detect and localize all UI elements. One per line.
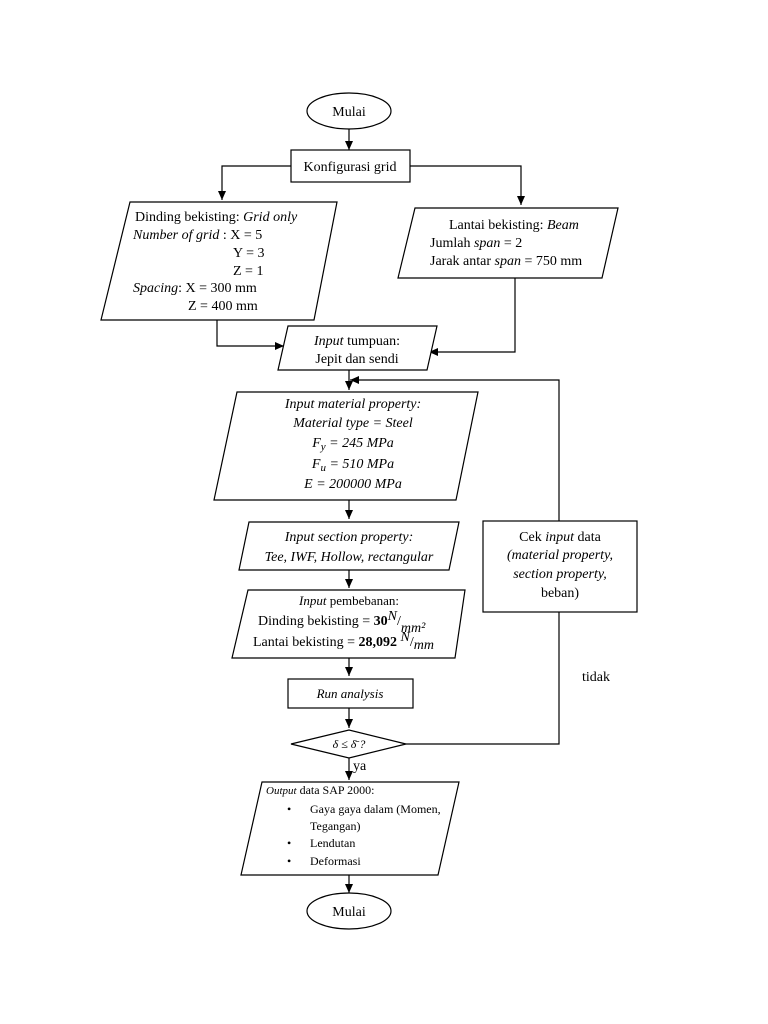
check-material: (material property, <box>507 548 613 563</box>
end-label: Mulai <box>332 905 366 920</box>
line-decision-to-check <box>406 612 560 745</box>
output-bullet-2: • <box>287 836 291 850</box>
arrow-check-to-material <box>350 376 560 521</box>
output-item-1b: Tegangan) <box>310 819 360 833</box>
check-input-box: Cek input data (material property, secti… <box>482 520 638 613</box>
run-analysis-box: Run analysis <box>287 678 414 709</box>
output-item-1: Gaya gaya dalam (Momen, <box>310 802 441 816</box>
arrow-wall-to-support <box>216 320 284 350</box>
decision-label: δ ≤ δ̄ ? <box>333 737 366 751</box>
wall-grid-y: Y = 3 <box>233 246 265 261</box>
arrow-grid-to-wall <box>218 165 291 200</box>
output-bullet-1: • <box>287 802 291 816</box>
grid-config-box: Konfigurasi grid <box>290 149 411 183</box>
section-title: Input section property: <box>284 530 414 545</box>
wall-grid-count: Number of grid : X = 5 <box>132 228 262 243</box>
decision-yes-label: ya <box>353 759 367 774</box>
start-terminal: Mulai <box>306 92 392 130</box>
support-value: Jepit dan sendi <box>315 352 398 367</box>
decision-diamond: δ ≤ δ̄ ? <box>290 729 407 759</box>
end-terminal: Mulai <box>306 892 392 930</box>
decision-no-label: tidak <box>582 670 610 685</box>
floor-title: Lantai bekisting: Beam <box>449 218 579 233</box>
connectors <box>216 129 560 893</box>
support-title: Input tumpuan: <box>313 334 400 349</box>
output-box: Output data SAP 2000: • Gaya gaya dalam … <box>240 781 460 876</box>
material-input-box: Input material property: Material type =… <box>213 391 479 501</box>
support-input-box: Input tumpuan: Jepit dan sendi <box>277 325 438 371</box>
loading-wall: Dinding bekisting = 30N/mm² <box>258 609 426 636</box>
wall-formwork-box: Dinding bekisting: Grid only Number of g… <box>100 201 338 321</box>
section-types: Tee, IWF, Hollow, rectangular <box>265 550 434 565</box>
floor-formwork-box: Lantai bekisting: Beam Jumlah span = 2 J… <box>397 207 619 279</box>
material-e: E = 200000 MPa <box>303 477 402 492</box>
check-title: Cek input data <box>519 530 601 545</box>
section-input-box: Input section property: Tee, IWF, Hollow… <box>238 521 460 571</box>
arrow-floor-to-support <box>429 278 516 356</box>
material-title: Input material property: <box>284 397 421 412</box>
arrow-grid-to-floor <box>410 165 525 205</box>
wall-spacing-z: Z = 400 mm <box>188 299 258 314</box>
output-item-3: Deformasi <box>310 854 361 868</box>
floor-span-distance: Jarak antar span = 750 mm <box>430 254 582 269</box>
loading-floor: Lantai bekisting = 28,092 N/mm <box>253 630 434 653</box>
loading-title: Input pembebanan: <box>298 593 399 608</box>
loading-input-box: Input pembebanan: Dinding bekisting = 30… <box>231 589 466 659</box>
grid-config-label: Konfigurasi grid <box>304 160 397 175</box>
material-fy: Fy = 245 MPa <box>311 436 394 453</box>
wall-title: Dinding bekisting: Grid only <box>135 210 298 225</box>
floor-span-count: Jumlah span = 2 <box>430 236 522 251</box>
wall-grid-z: Z = 1 <box>233 264 263 279</box>
wall-spacing-x: Spacing: X = 300 mm <box>133 281 257 296</box>
start-label: Mulai <box>332 105 366 120</box>
material-type: Material type = Steel <box>292 416 413 431</box>
output-bullet-3: • <box>287 854 291 868</box>
check-section: section property, <box>513 567 607 582</box>
output-title: Output data SAP 2000: <box>266 783 374 797</box>
run-analysis-label: Run analysis <box>316 686 384 701</box>
material-fu: Fu = 510 MPa <box>311 457 394 474</box>
output-item-2: Lendutan <box>310 836 355 850</box>
check-load: beban) <box>541 586 579 601</box>
